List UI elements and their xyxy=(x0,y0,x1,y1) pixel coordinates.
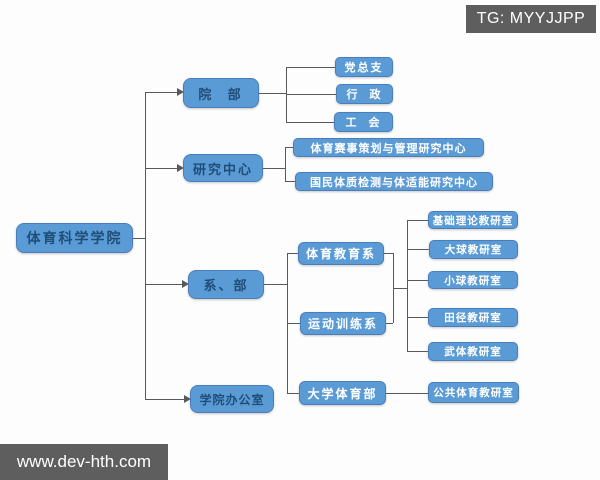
node-party-branch: 党总支 xyxy=(335,57,393,77)
connector-branch-council xyxy=(145,92,177,93)
connector-departments-out xyxy=(264,284,287,285)
connector-research-out xyxy=(263,168,285,169)
arrowhead-office-icon xyxy=(184,395,191,403)
node-small-ball-office: 小球教研室 xyxy=(428,271,518,289)
node-departments: 系、部 xyxy=(188,270,264,299)
connector-council-out xyxy=(259,93,286,94)
connector-branch-research xyxy=(145,168,177,169)
connector-university-pe-stub xyxy=(287,393,299,394)
connector-offices-rail xyxy=(407,220,408,351)
connector-training-dept-stub xyxy=(287,323,300,324)
node-fitness-research-center: 国民体质检测与体适能研究中心 xyxy=(295,172,493,191)
connector-administration-stub xyxy=(286,94,336,95)
node-sports-event-research-center: 体育赛事策划与管理研究中心 xyxy=(293,138,484,157)
connector-trunk xyxy=(145,92,146,399)
connector-pe-dept-out xyxy=(384,253,393,254)
connector-sports-event-stub xyxy=(285,147,293,148)
node-research-center: 研究中心 xyxy=(183,154,263,182)
connector-labor-union-stub xyxy=(286,122,334,123)
telegram-watermark-badge: TG: MYYJJPP xyxy=(466,5,596,33)
connector-join-to-offices xyxy=(393,288,407,289)
node-big-ball-office: 大球教研室 xyxy=(429,240,518,259)
node-basic-theory-office: 基础理论教研室 xyxy=(428,211,518,229)
node-track-field-office: 田径教研室 xyxy=(428,308,518,327)
node-university-pe-department: 大学体育部 xyxy=(299,381,386,405)
node-administration: 行 政 xyxy=(336,84,393,104)
arrowhead-departments-icon xyxy=(182,280,189,288)
connector-pe-dept-stub xyxy=(287,253,298,254)
node-sports-training-department: 运动训练系 xyxy=(300,312,386,335)
connector-small-ball-stub xyxy=(407,280,428,281)
connector-fitness-stub xyxy=(285,181,295,182)
node-public-pe-office: 公共体育教研室 xyxy=(428,382,519,403)
website-watermark-badge: www.dev-hth.com xyxy=(0,444,168,480)
connector-research-rail xyxy=(285,147,286,181)
connector-branch-departments xyxy=(145,284,182,285)
node-martial-gym-office: 武体教研室 xyxy=(428,342,518,361)
node-college-office: 学院办公室 xyxy=(190,385,274,413)
connector-martial-gym-stub xyxy=(407,351,428,352)
connector-public-pe-link xyxy=(386,393,428,394)
connector-big-ball-stub xyxy=(407,249,429,250)
node-college-root: 体育科学学院 xyxy=(16,223,133,253)
connector-root-to-trunk xyxy=(133,238,145,239)
node-pe-department: 体育教育系 xyxy=(298,242,384,265)
connector-basic-theory-stub xyxy=(407,220,428,221)
node-council: 院 部 xyxy=(183,78,259,108)
connector-track-field-stub xyxy=(407,317,428,318)
connector-branch-office xyxy=(145,399,184,400)
arrowhead-research-icon xyxy=(177,164,184,172)
connector-party-branch-stub xyxy=(286,67,335,68)
arrowhead-council-icon xyxy=(177,88,184,96)
node-labor-union: 工 会 xyxy=(334,112,393,132)
connector-training-dept-out xyxy=(386,323,393,324)
